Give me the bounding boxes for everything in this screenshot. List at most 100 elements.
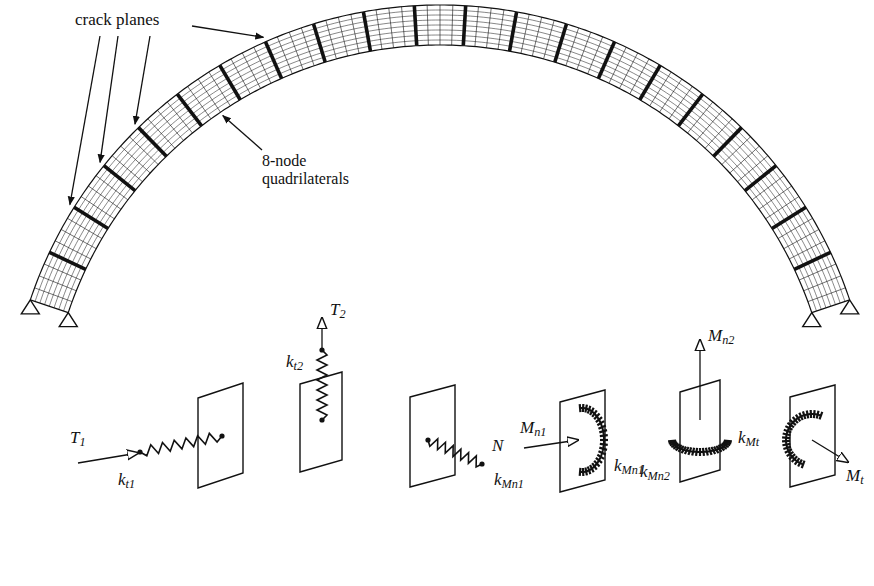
element-edge — [121, 146, 151, 173]
symbol-label: Mt — [846, 466, 864, 487]
element-edge — [752, 176, 784, 200]
element-edge — [577, 32, 591, 69]
crack-plane-face — [198, 383, 243, 488]
crack-plane — [363, 12, 370, 51]
crack-plane — [314, 24, 326, 62]
element-edge — [338, 17, 347, 56]
element-edge — [696, 110, 722, 140]
spring-end — [479, 461, 484, 466]
spring-symbol — [140, 433, 222, 455]
spring-end — [319, 417, 324, 422]
spring-symbol — [317, 350, 327, 420]
coil-turn — [669, 442, 677, 444]
element-edge — [544, 20, 555, 59]
element-edge — [566, 28, 579, 66]
rotational-spring — [786, 414, 821, 464]
coil-turn — [579, 468, 582, 476]
crack-plane — [104, 166, 135, 191]
coil-turn — [802, 461, 805, 469]
element-edge — [39, 276, 76, 291]
element-edge — [55, 241, 91, 259]
coil-turn — [782, 444, 790, 445]
element-edge — [730, 146, 760, 173]
element-edge — [81, 197, 114, 219]
leader-arrow — [192, 26, 263, 37]
element-edge — [289, 32, 303, 69]
pin-support — [841, 300, 859, 314]
symbol-label: N — [492, 436, 503, 457]
leader-arrow — [135, 36, 150, 124]
element-edge — [609, 47, 626, 83]
element-edge — [277, 37, 292, 74]
symbol-label: kMn2 — [640, 462, 670, 483]
coil-turn — [582, 404, 585, 412]
spring-symbol — [428, 439, 482, 467]
element-edge — [722, 137, 751, 165]
moment-arrow — [699, 340, 700, 420]
pin-support — [59, 313, 77, 327]
leader-arrow — [100, 36, 118, 162]
coil-turn — [820, 412, 823, 420]
coil-turn — [803, 411, 805, 419]
spring-end — [137, 449, 142, 454]
element-edge — [486, 8, 491, 48]
element-edge — [242, 53, 260, 89]
coil-turn — [782, 440, 790, 443]
coil-turn — [807, 410, 808, 418]
crack-plane — [745, 166, 776, 191]
coil-turn — [585, 468, 587, 476]
crack-plane — [510, 12, 517, 51]
pin-support — [21, 300, 39, 314]
symbol-label: kt1 — [118, 470, 135, 491]
crack-plane — [714, 128, 742, 157]
coil-turn — [784, 430, 792, 433]
spring-illustrations — [137, 347, 835, 492]
callout-label: 8-node quadrilaterals — [262, 152, 372, 189]
leader-arrow — [70, 36, 100, 205]
moment-arrow — [524, 440, 578, 448]
mesh-ring — [59, 35, 821, 309]
force-arrow — [78, 453, 138, 463]
crack-plane — [794, 252, 830, 269]
crack-plane — [678, 94, 702, 126]
coil-turn — [783, 434, 791, 436]
element-edge — [521, 14, 529, 53]
coil-turn — [588, 467, 591, 475]
element-edge — [157, 110, 183, 140]
coil-turn — [817, 411, 819, 419]
element-edge — [498, 10, 504, 50]
element-edge — [326, 20, 337, 59]
coil-turn — [702, 448, 705, 456]
element-edge — [804, 276, 841, 291]
element-edge — [389, 8, 394, 48]
finite-element-mesh — [30, 5, 849, 313]
mesh-ring — [35, 10, 845, 302]
coil-turn — [598, 451, 605, 454]
element-edge — [88, 186, 121, 209]
element-edge — [784, 229, 819, 248]
symbol-label: T1 — [70, 428, 86, 449]
crack-plane — [265, 42, 281, 79]
element-edge — [351, 14, 359, 53]
element-edge — [188, 86, 211, 118]
element-edge — [588, 37, 603, 74]
element-edge — [650, 72, 671, 106]
coil-turn — [579, 404, 582, 412]
element-edge — [402, 7, 406, 47]
mesh-ring — [49, 25, 830, 306]
coil-turn — [599, 448, 607, 450]
spring-end — [219, 433, 224, 438]
callout-label: crack planes — [75, 10, 205, 30]
element-edge — [475, 7, 479, 47]
moment-arrow — [812, 440, 848, 462]
crack-plane — [414, 6, 416, 46]
mesh-ring — [30, 5, 849, 300]
coil-turn — [597, 455, 604, 459]
coil-turn — [598, 426, 605, 429]
coil-turn — [600, 444, 608, 445]
element-edge — [231, 59, 250, 94]
element-edge — [376, 10, 382, 50]
coil-turn — [783, 447, 791, 449]
crack-plane — [74, 207, 108, 228]
